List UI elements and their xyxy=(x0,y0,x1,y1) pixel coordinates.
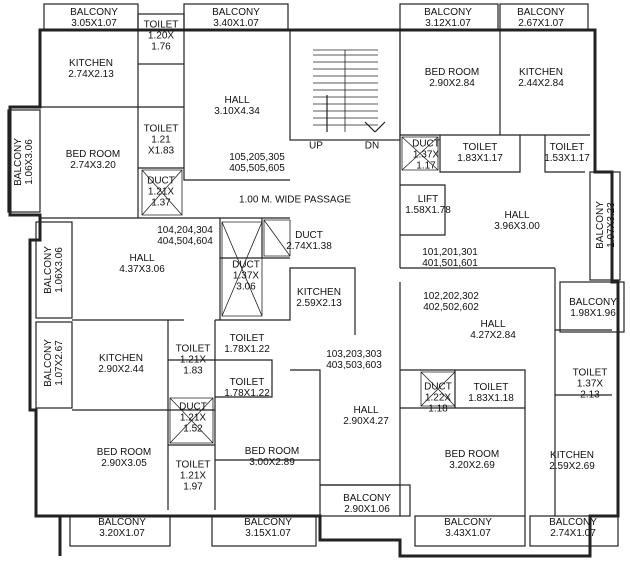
stair-arrows xyxy=(326,95,386,133)
interior-walls-right xyxy=(399,30,612,516)
interior-walls-left xyxy=(40,64,290,510)
balcony-left1-wall xyxy=(7,109,41,213)
flats-top-label: 105,205,305 405,505,605 xyxy=(229,152,285,174)
stair-steps xyxy=(313,49,378,132)
flats-c-label: 103,203,303 403,503,603 xyxy=(326,349,382,371)
balcony-b3-wall xyxy=(414,515,526,547)
balcony-r2-wall xyxy=(559,281,625,333)
duct-l-hatch xyxy=(141,169,183,216)
flats-ml-label: 104,204,304 404,504,604 xyxy=(157,225,213,247)
balcony-left2-wall xyxy=(35,221,73,319)
toilet-tl-wall xyxy=(137,13,185,65)
balcony-bc1-wall xyxy=(319,484,411,517)
balcony-b4-wall xyxy=(529,515,619,547)
duct-rc-hatch xyxy=(401,136,439,171)
balcony-left3-wall xyxy=(35,321,73,409)
balcony-r1-wall xyxy=(589,171,621,281)
balcony-b2-wall xyxy=(211,515,317,547)
flats-r1-label: 101,201,301 401,501,601 xyxy=(422,247,478,269)
flats-r2-label: 102,202,302 402,502,602 xyxy=(423,291,479,313)
balcony-b1-wall xyxy=(69,515,171,547)
passage-label: 1.00 M. WIDE PASSAGE xyxy=(238,194,352,206)
balcony-tr2-wall xyxy=(499,3,589,31)
duct-r2-hatch xyxy=(420,371,456,407)
balcony-tr1-wall xyxy=(399,3,499,31)
duct-ll-hatch xyxy=(169,397,214,444)
stair-wall xyxy=(289,29,401,141)
duct-c2-hatch xyxy=(221,221,263,317)
duct-c1-hatch xyxy=(263,219,291,257)
stair-up-label: UP xyxy=(309,140,323,152)
stair-dn-label: DN xyxy=(364,140,380,152)
